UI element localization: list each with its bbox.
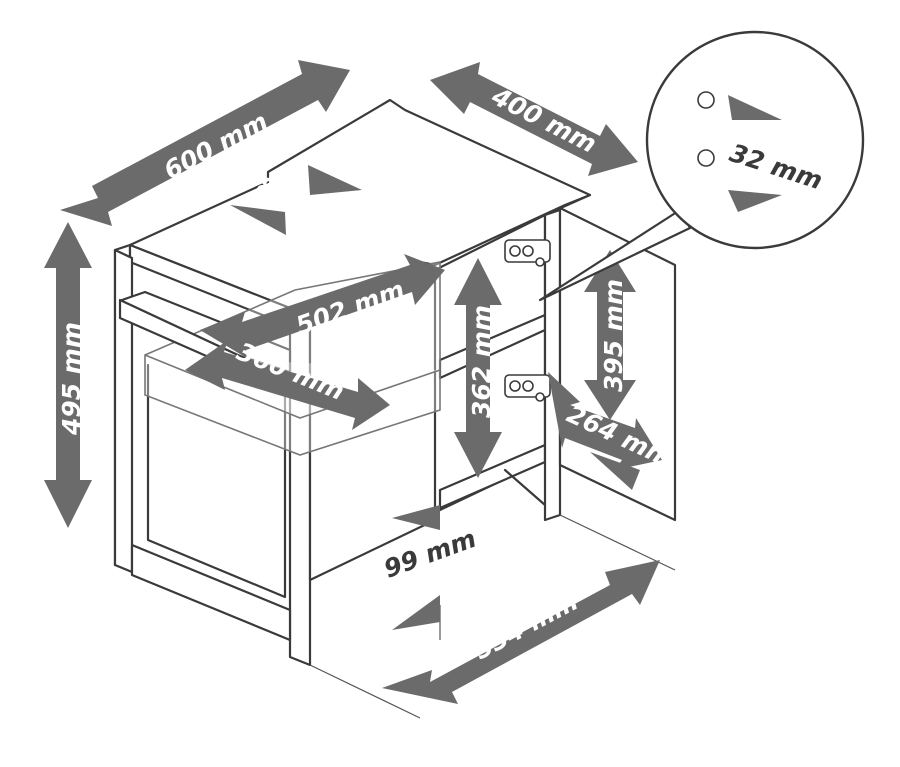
dimension-362: 362 mm (454, 258, 502, 478)
label-395: 395 mm (599, 279, 628, 392)
label-495: 495 mm (57, 322, 86, 436)
hinge-top (504, 239, 551, 267)
dimension-534: 534 mm (382, 560, 660, 704)
drill-hole-bottom (697, 149, 715, 167)
label-362: 362 mm (467, 305, 496, 418)
label-400: 400 mm (486, 81, 601, 159)
dimension-395: 395 mm (584, 250, 636, 420)
dimension-80: 80 mm (230, 165, 362, 235)
detail-callout: 32 mm (538, 30, 865, 302)
drill-hole-top (697, 91, 715, 109)
hinge-bottom (504, 374, 551, 402)
dimension-495: 495 mm (44, 222, 92, 528)
